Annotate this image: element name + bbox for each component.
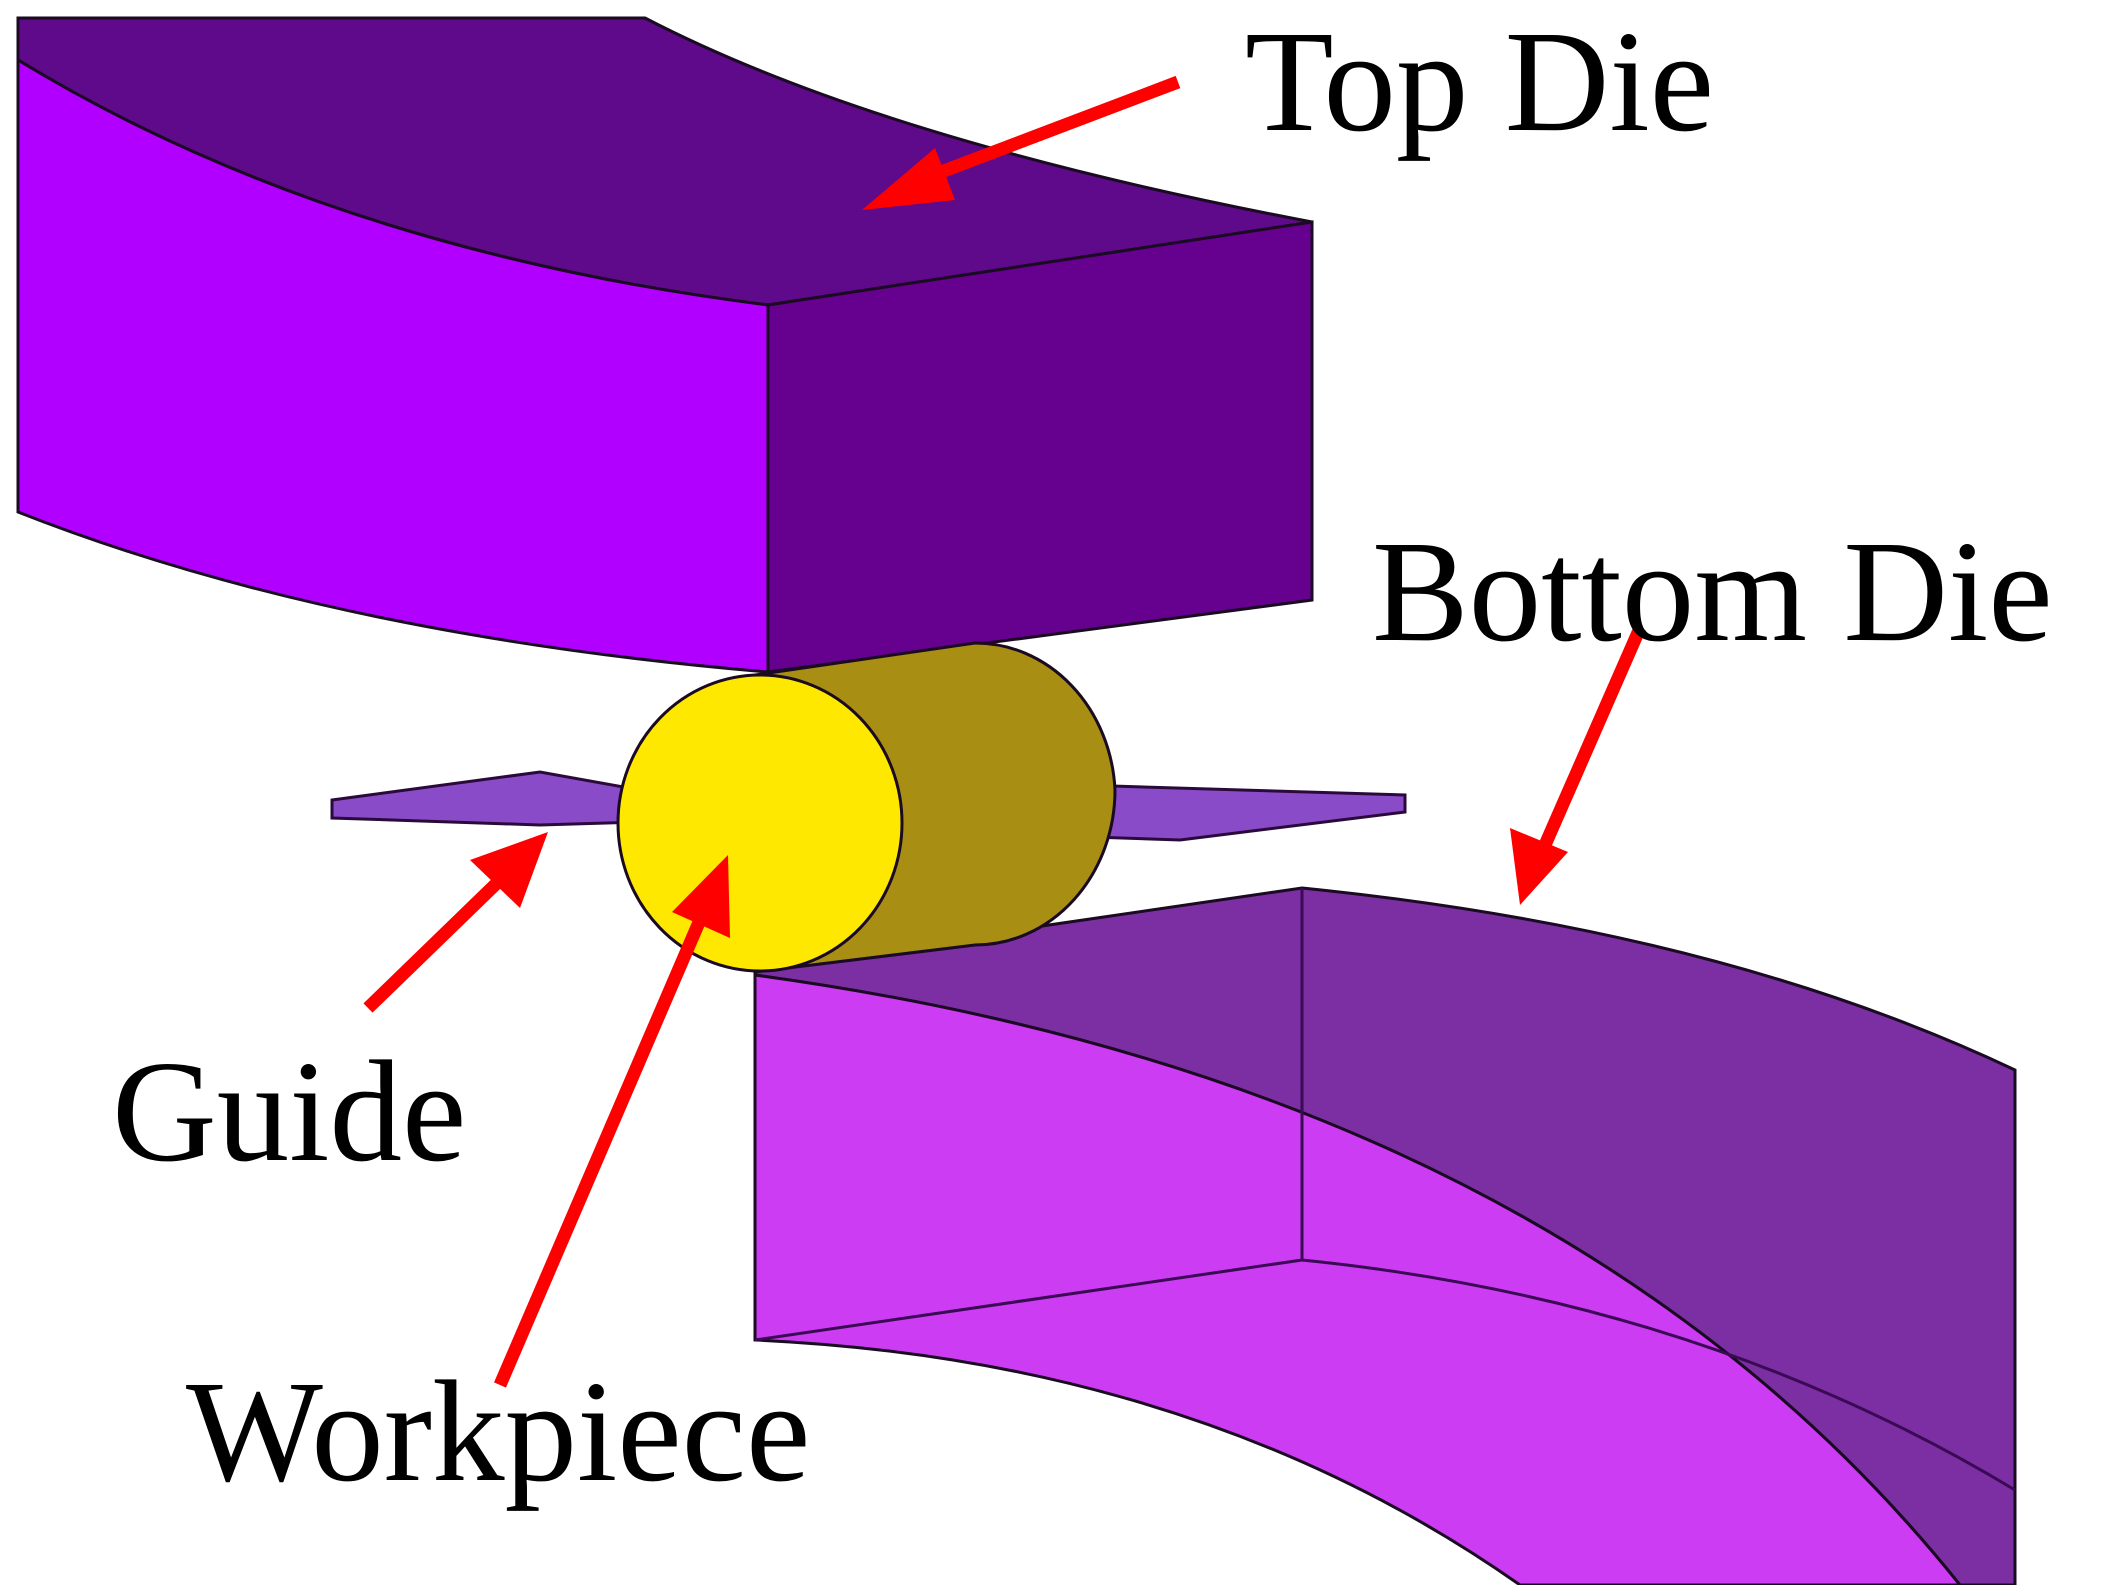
workpiece-arrow [494,855,730,1388]
bottom-die [753,886,2017,1585]
bottom-die-label: Bottom Die [1372,512,2053,672]
bottom-die-arrow [1510,625,1646,905]
guide-label: Guide [112,1032,466,1192]
top-die [16,16,1314,674]
top-die-label: Top Die [1245,2,1714,162]
workpiece-end-face [616,673,904,973]
arrows [363,75,1646,1388]
top-die-end-face [766,220,1314,674]
bottom-die-inner-edges [754,888,2016,1492]
guide-arrow [363,832,548,1013]
guide-left-plate [330,770,642,827]
workpiece-label: Workpiece [186,1352,810,1512]
bottom-die-front-face [753,973,1962,1585]
top-die-arrow [862,75,1181,210]
